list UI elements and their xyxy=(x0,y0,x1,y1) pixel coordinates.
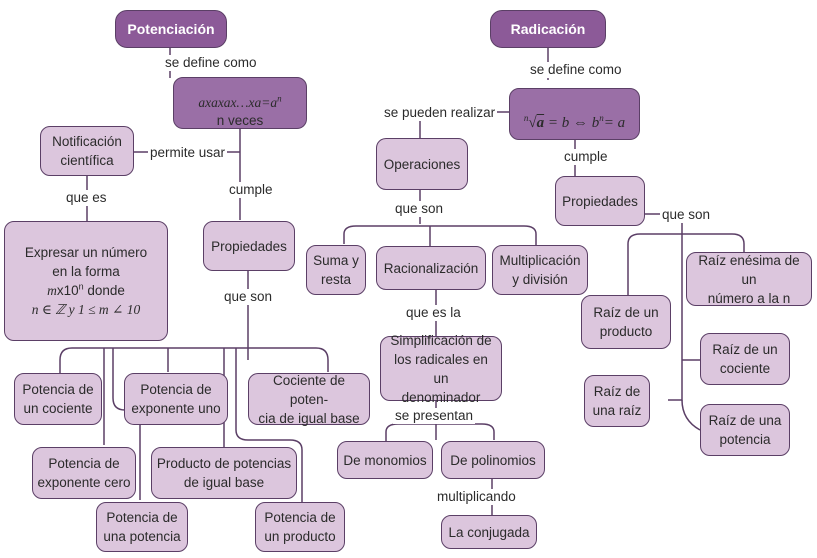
potenciacion-title: Potenciación xyxy=(115,10,227,48)
raiz-de-una-potencia: Raíz de una potencia xyxy=(700,404,790,456)
potencia-de-un-producto: Potencia de un producto xyxy=(255,502,345,552)
radicacion-title: Radicación xyxy=(490,10,606,48)
raiz-de-un-producto: Raíz de un producto xyxy=(581,295,671,349)
radical-formula: n√a = b ⇔ bn= a xyxy=(523,113,626,132)
potencia-exponente-cero: Potencia de exponente cero xyxy=(32,447,136,499)
potencia-de-un-cociente: Potencia de un cociente xyxy=(14,373,102,425)
simplificacion-radicales: Simplificación de los radicales en un de… xyxy=(380,333,502,405)
expresar-numero: Expresar un número en la forma mx10n don… xyxy=(4,221,168,341)
label-cumple-pot: cumple xyxy=(227,182,275,198)
label-multiplicando: multiplicando xyxy=(435,489,518,505)
raiz-de-una-raiz: Raíz de una raíz xyxy=(584,375,650,427)
radical-sign-icon: √ xyxy=(528,115,537,131)
definition-brace-label: n veces xyxy=(216,113,264,128)
de-polinomios: De polinomios xyxy=(441,441,545,479)
multiplicacion-y-division: Multiplicación y división xyxy=(492,245,588,295)
label-se-define-como-pot: se define como xyxy=(163,55,259,71)
potencia-exponente-uno: Potencia de exponente uno xyxy=(124,373,228,425)
label-que-son-pot: que son xyxy=(222,289,275,305)
racionalizacion: Racionalización xyxy=(376,246,486,290)
label-permite-usar: permite usar xyxy=(148,145,228,161)
label-se-presentan: se presentan xyxy=(393,408,476,424)
de-monomios: De monomios xyxy=(337,441,433,479)
potencia-definition: axaxax…xa=an n veces xyxy=(173,77,307,129)
cociente-potencias-igual-base: Cociente de poten- cia de igual base xyxy=(248,373,370,426)
label-que-son-ops: que son xyxy=(393,201,446,217)
propiedades-rad: Propiedades xyxy=(555,176,645,226)
label-que-es: que es xyxy=(64,190,109,206)
label-se-pueden-realizar: se pueden realizar xyxy=(382,105,498,121)
propiedades-pot: Propiedades xyxy=(203,221,295,271)
raiz-enesima-numero-a-la-n: Raíz enésima de un número a la n xyxy=(686,252,812,306)
operaciones: Operaciones xyxy=(376,138,468,190)
definition-formula: axaxax…xa=an xyxy=(198,93,282,110)
raiz-de-un-cociente: Raíz de un cociente xyxy=(700,333,790,385)
label-que-son-rad: que son xyxy=(660,207,713,223)
suma-y-resta: Suma y resta xyxy=(306,245,366,295)
producto-potencias-igual-base: Producto de potencias de igual base xyxy=(151,447,297,499)
notacion-cientifica: Notificación científica xyxy=(40,126,134,176)
label-que-es-la: que es la xyxy=(404,305,463,321)
radicacion-definition: n√a = b ⇔ bn= a xyxy=(509,88,640,140)
la-conjugada: La conjugada xyxy=(441,515,537,549)
label-cumple-rad: cumple xyxy=(562,149,610,165)
label-se-define-como-rad: se define como xyxy=(528,62,624,78)
potencia-de-una-potencia: Potencia de una potencia xyxy=(96,502,188,552)
